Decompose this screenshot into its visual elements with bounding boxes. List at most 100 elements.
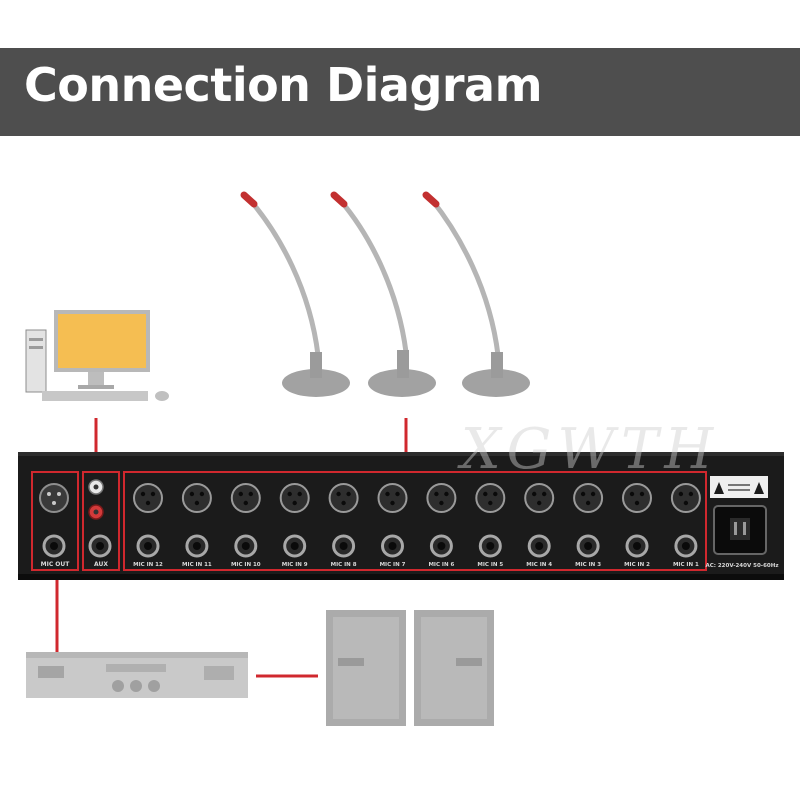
jack-hole <box>388 542 397 550</box>
mic-input-label: MIC IN 1 <box>673 562 699 568</box>
xlr-pin <box>140 491 146 497</box>
xlr-pin <box>150 491 156 497</box>
xlr-pin <box>639 491 645 497</box>
xlr-pin <box>493 491 498 497</box>
mic-input-label: MIC IN 10 <box>231 562 261 568</box>
mic-input-label: MIC IN 12 <box>133 562 163 568</box>
mic-input-label: MIC IN 8 <box>331 562 357 568</box>
xlr-pin <box>532 491 537 497</box>
jack-hole <box>192 542 201 550</box>
mic-input-channel: MIC IN 4 <box>524 483 555 568</box>
xlr-input-icon <box>475 483 506 513</box>
xlr-pin <box>439 500 444 506</box>
xlr-input-icon <box>670 483 701 513</box>
jack-hole <box>290 542 299 550</box>
xlr-input-icon <box>426 483 457 513</box>
speaker-icon <box>414 610 494 726</box>
mic-input-label: MIC IN 11 <box>182 562 212 568</box>
xlr-input-icon <box>230 483 261 513</box>
xlr-pin <box>194 500 200 506</box>
xlr-pin <box>483 491 488 497</box>
xlr-pin <box>243 500 248 506</box>
xlr-pin <box>385 491 390 497</box>
microphone-icon <box>240 191 350 397</box>
watermark-text: XGWTH <box>457 417 719 482</box>
mic-input-row: MIC IN 12 MIC IN 11 MIC IN 10 MIC IN 9 MIC I… <box>133 483 701 568</box>
aux-label: AUX <box>94 561 108 568</box>
mic-input-label: MIC IN 2 <box>624 562 650 568</box>
xlr-pin <box>629 491 635 497</box>
xlr-pin <box>238 491 243 497</box>
xlr-pin <box>189 491 195 497</box>
amplifier-icon <box>26 652 248 698</box>
mic-input-label: MIC IN 6 <box>428 562 454 568</box>
xlr-pin <box>434 491 439 497</box>
jack-hole <box>241 542 250 550</box>
page-title: Connection Diagram <box>24 58 543 112</box>
mic-input-channel: MIC IN 5 <box>475 483 506 568</box>
xlr-pin <box>287 491 292 497</box>
mic-input-channel: MIC IN 11 <box>181 483 212 568</box>
mic-input-channel: MIC IN 6 <box>426 483 457 568</box>
xlr-pin <box>346 491 351 497</box>
xlr-pin <box>145 500 151 506</box>
jack-hole <box>437 542 446 550</box>
speaker-icon <box>326 610 406 726</box>
mic-input-label: MIC IN 7 <box>380 562 406 568</box>
xlr-pin <box>248 491 253 497</box>
xlr-input-icon <box>181 483 212 513</box>
mic-input-label: MIC IN 5 <box>477 562 503 568</box>
xlr-pin <box>444 491 449 497</box>
xlr-pin <box>585 500 591 506</box>
xlr-input-icon <box>622 483 652 513</box>
xlr-pin <box>688 491 694 497</box>
xlr-pin <box>199 491 205 497</box>
jack-hole <box>144 542 152 550</box>
xlr-input-icon <box>133 483 163 513</box>
xlr-pin <box>336 491 341 497</box>
xlr-input-icon <box>524 483 555 513</box>
jack-hole <box>486 542 495 550</box>
xlr-pin <box>488 500 493 506</box>
jack-hole <box>584 542 593 550</box>
mic-input-label: MIC IN 9 <box>282 562 308 568</box>
xlr-pin <box>395 491 400 497</box>
microphone-icon <box>422 191 530 397</box>
mic-input-channel: MIC IN 8 <box>328 483 359 568</box>
mic-input-channel: MIC IN 3 <box>573 483 604 568</box>
mic-out-label: MIC OUT <box>41 561 71 568</box>
power-label: AC: 220V-240V 50-60Hz <box>705 563 778 569</box>
mic-input-label: MIC IN 4 <box>526 562 552 568</box>
xlr-input-icon <box>328 483 359 513</box>
xlr-pin <box>537 500 542 506</box>
xlr-pin <box>590 491 596 497</box>
xlr-pin <box>542 491 547 497</box>
xlr-input-icon <box>573 483 604 513</box>
mic-input-channel: MIC IN 1 <box>670 483 701 568</box>
xlr-pin <box>390 500 395 506</box>
xlr-input-icon <box>377 483 408 513</box>
mic-input-channel: MIC IN 9 <box>279 483 310 568</box>
xlr-pin <box>580 491 586 497</box>
mic-input-channel: MIC IN 12 <box>133 483 163 568</box>
jack-hole <box>633 542 641 550</box>
xlr-input-icon <box>279 483 310 513</box>
xlr-pin <box>683 500 689 506</box>
jack-hole <box>339 542 348 550</box>
xlr-pin <box>341 500 346 506</box>
mic-input-channel: MIC IN 10 <box>230 483 261 568</box>
title-banner: Connection Diagram <box>0 48 800 136</box>
xlr-pin <box>678 491 684 497</box>
mic-input-label: MIC IN 3 <box>575 562 601 568</box>
computer-icon <box>25 310 169 401</box>
xlr-pin <box>634 500 640 506</box>
xlr-pin <box>292 500 297 506</box>
jack-hole <box>535 542 544 550</box>
mic-input-channel: MIC IN 7 <box>377 483 408 568</box>
xlr-pin <box>297 491 302 497</box>
jack-hole <box>681 542 690 550</box>
microphone-icon <box>330 191 436 397</box>
mic-input-channel: MIC IN 2 <box>622 483 652 568</box>
